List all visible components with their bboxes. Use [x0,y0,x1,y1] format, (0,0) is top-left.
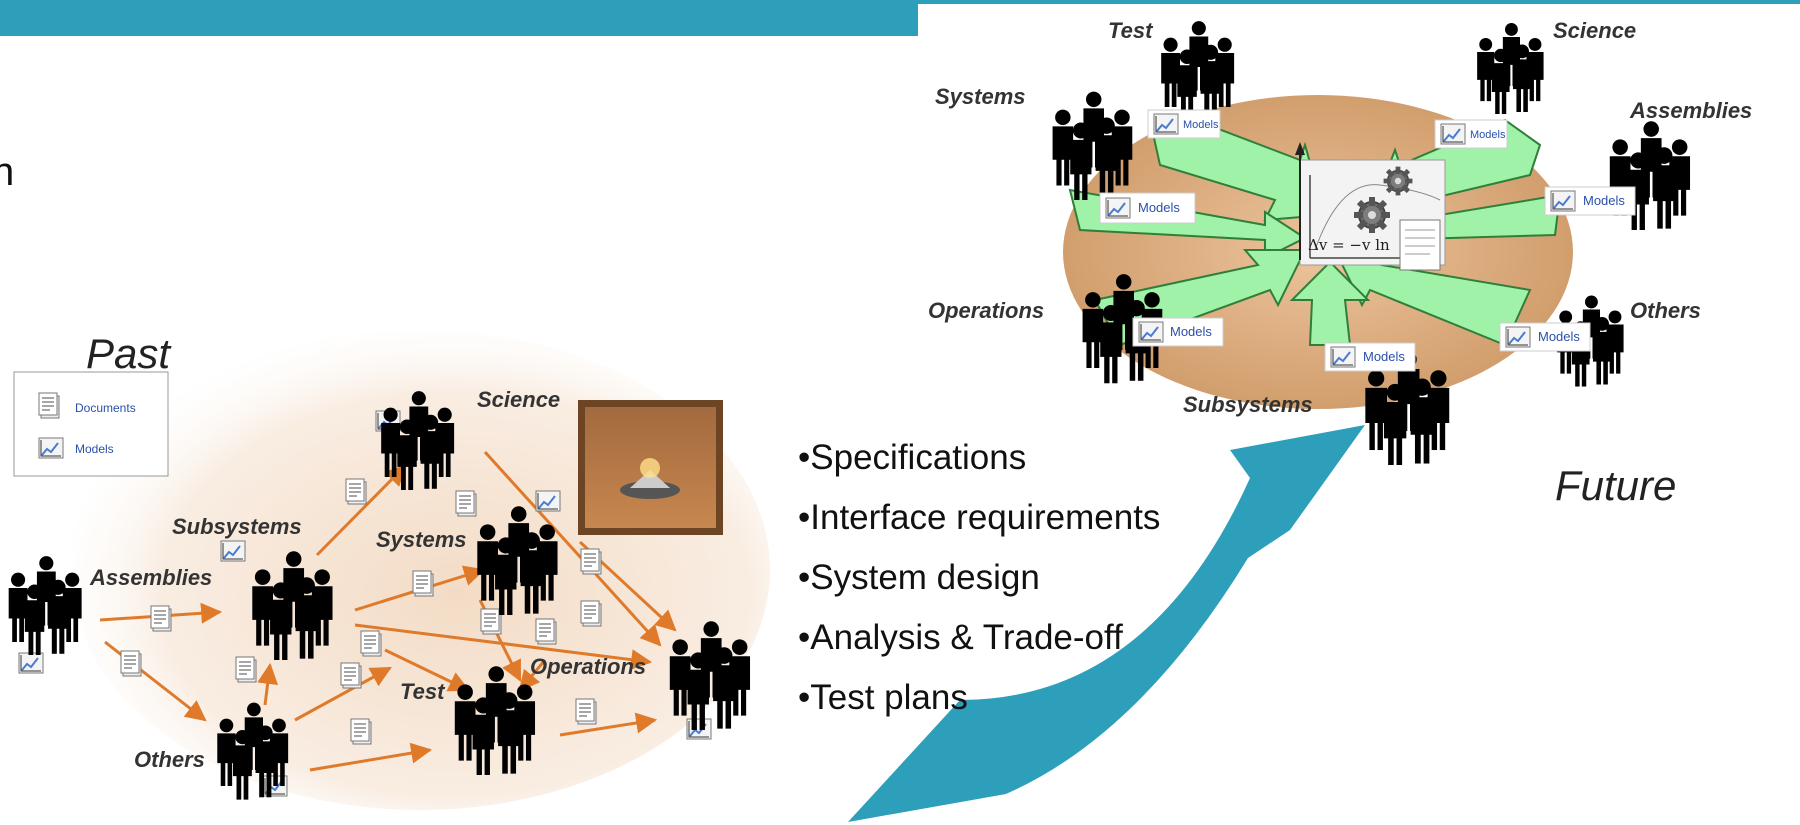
future-title: Future [1555,462,1677,509]
future-label-subsystems: Subsystems [1183,392,1313,417]
central-model-board: Δv = −v ln [1295,142,1446,271]
bullet-item: Analysis & Trade-off [798,618,1160,678]
future-label-assemblies: Assemblies [1629,98,1752,123]
svg-text:Models: Models [1538,329,1580,344]
gear-icon [1354,197,1390,233]
bullet-item: Test plans [798,678,1160,738]
legend-models-label: Models [75,442,114,456]
science-group-icon [1477,23,1543,114]
future-label-test: Test [1108,18,1154,43]
past-label-subsystems: Subsystems [172,514,302,539]
bullet-item: System design [798,558,1160,618]
bullet-item: Interface requirements [798,498,1160,558]
model-chart-icon [38,437,64,459]
svg-text:Models: Models [1138,200,1180,215]
svg-text:Models: Models [1170,324,1212,339]
future-diagram: Δv = −v ln Models Models Models Models M… [928,18,1752,466]
bullet-list: Specifications Interface requirements Sy… [798,438,1160,738]
future-label-systems: Systems [935,84,1026,109]
svg-text:Δv = −v ln: Δv = −v ln [1308,236,1390,254]
future-label-others: Others [1630,298,1701,323]
header-bar [0,0,918,36]
past-diagram: Documents Models [9,330,770,810]
past-label-science: Science [477,387,560,412]
svg-text:Models: Models [1470,129,1506,141]
past-label-test: Test [400,679,446,704]
mars-lander-image [578,400,723,535]
past-label-systems: Systems [376,527,467,552]
past-label-assemblies: Assemblies [89,565,212,590]
cut-off-text: n [0,150,15,194]
legend-documents-label: Documents [75,401,136,415]
svg-text:Models: Models [1363,349,1405,364]
future-label-operations: Operations [928,298,1044,323]
models-tags: Models Models Models Models Models Model… [1099,109,1636,372]
bullet-item: Specifications [798,438,1160,498]
svg-text:Models: Models [1183,119,1219,131]
past-title: Past [86,330,171,377]
future-label-science: Science [1553,18,1636,43]
past-label-others: Others [134,747,205,772]
past-label-operations: Operations [530,654,646,679]
header-line [918,0,1800,4]
gear-icon [1384,167,1413,196]
test-group-icon [1161,21,1234,121]
past-legend: Documents Models [13,371,169,477]
svg-text:Models: Models [1583,193,1625,208]
document-icon [38,392,60,419]
